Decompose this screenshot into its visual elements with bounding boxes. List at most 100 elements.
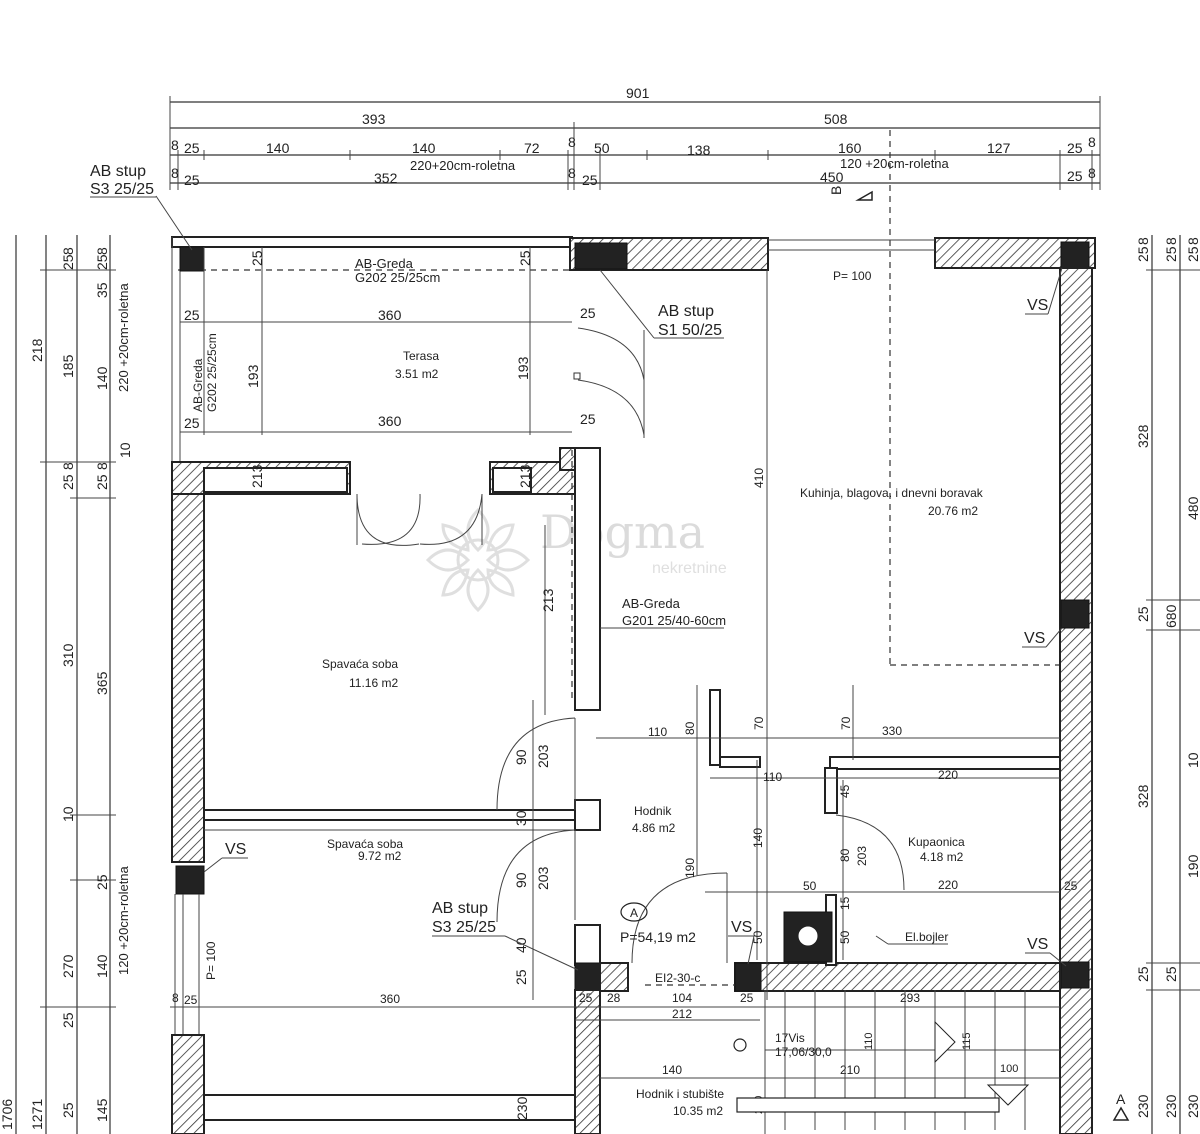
walls: 213 213 <box>171 237 1096 1134</box>
dim-410: 410 <box>752 468 766 488</box>
room-stair-area: 10.35 m2 <box>673 1104 723 1118</box>
right-dimensions: 328 680 480 328 25 25 25 10 190 230 230 … <box>1112 235 1200 1134</box>
column-left-mid <box>175 865 205 895</box>
dim-left-8d: 8 <box>94 462 110 470</box>
wall-right <box>1059 267 1093 1134</box>
section-b-label: B <box>828 186 844 195</box>
room-hall-name: Hodnik <box>634 804 672 818</box>
dim-left-145: 145 <box>94 1098 110 1122</box>
wall-stair-top <box>734 962 1061 992</box>
dim-right-230c: 230 <box>1185 1094 1200 1118</box>
dim-110b: 110 <box>763 770 782 784</box>
dim-70b: 70 <box>839 716 853 730</box>
dim-right-25c: 25 <box>1163 966 1179 982</box>
label-vs-1: VS <box>1027 297 1048 314</box>
dim-360-bed2: 360 <box>380 992 400 1006</box>
dim-right-25a: 25 <box>1135 606 1151 622</box>
label-total-area: P=54,19 m2 <box>620 929 696 945</box>
wall-left-lower <box>171 1034 205 1134</box>
wall-stair-left <box>574 989 601 1134</box>
dim-left-25c: 25 <box>94 254 110 270</box>
dim-90a: 90 <box>513 749 529 765</box>
stair-arrow-down-icon <box>986 1084 1030 1106</box>
interior-dimensions: 213 203 90 30 203 90 40 25 410 110 80 70… <box>170 270 1078 1120</box>
label-p100-top: P= 100 <box>833 269 872 283</box>
wall-corridor-upper <box>574 447 601 711</box>
door-arc-bed1 <box>496 717 576 811</box>
dim-r4-6: 25 <box>1067 168 1083 184</box>
dim-left-140a: 140 <box>94 366 110 390</box>
dim-220a: 220 <box>938 768 958 782</box>
dim-right-230b: 230 <box>1163 1094 1179 1118</box>
dim-left-8b: 8 <box>94 247 110 255</box>
terrace-dim-25c: 25 <box>184 415 200 431</box>
label-ab-stup-top-size: S3 25/25 <box>90 181 154 198</box>
dim-left-218: 218 <box>29 338 45 362</box>
dim-212: 212 <box>672 1007 692 1021</box>
room-labels: Terasa 3.51 m2 Kuhinja, blagova. i dnevn… <box>322 349 984 1118</box>
window-left-label: 220+20cm-roletna <box>410 158 516 173</box>
dim-r3-10: 25 <box>1067 140 1083 156</box>
label-ab-stup-s1-size: S1 50/25 <box>658 322 722 339</box>
label-ab-stup-s1: AB stup <box>658 303 714 320</box>
terrace-dim-360a: 360 <box>378 307 402 323</box>
room-terrace-name: Terasa <box>403 349 439 363</box>
label-ab-stup-mid: AB stup <box>432 900 488 917</box>
stair-size: 17,06/30,0 <box>775 1045 832 1059</box>
column-s3-mid <box>574 962 601 992</box>
dim-203b: 203 <box>535 866 551 890</box>
dim-right-230a: 230 <box>1135 1094 1151 1118</box>
beam-vert-title: AB-Greda <box>191 358 205 412</box>
room-stair-name: Hodnik i stubište <box>636 1087 724 1101</box>
section-a-circle-icon <box>620 902 648 922</box>
dim-left-1706: 1706 <box>0 1099 15 1130</box>
room-terrace-area: 3.51 m2 <box>395 367 439 381</box>
label-circle-a: A <box>630 906 638 920</box>
label-ei: EI2-30-c <box>655 971 700 985</box>
dim-50c: 50 <box>838 930 852 944</box>
dim-left-25g: 25 <box>60 1012 76 1028</box>
terrace-dim-25e: 25 <box>580 305 596 321</box>
dim-r3-11: 8 <box>1088 134 1096 150</box>
label-vs-2: VS <box>1024 630 1045 647</box>
dim-140a: 140 <box>751 828 765 848</box>
dim-r4-4: 25 <box>582 172 598 188</box>
door-arc-terrace-2 <box>577 379 645 436</box>
dim-left-185: 185 <box>60 354 76 378</box>
top-dimensions: 901 393 508 8 25 140 140 72 8 50 138 160… <box>169 85 1101 666</box>
room-kitchen-area: 20.76 m2 <box>928 504 978 518</box>
door-arc-bath <box>835 814 905 891</box>
dim-140b: 140 <box>662 1063 682 1077</box>
dim-left-10: 10 <box>60 806 76 822</box>
dim-25-right: 25 <box>1064 879 1078 893</box>
dim-r4-5: 450 <box>820 169 844 185</box>
dim-right-25d: 25 <box>1135 246 1151 262</box>
dim-right-8b: 8 <box>1163 237 1179 245</box>
dim-r3-3: 140 <box>412 140 436 156</box>
dim-25-stair: 25 <box>740 991 754 1005</box>
door-arc-bed1-left <box>356 493 420 546</box>
dim-8-bed2: 8 <box>172 991 179 1005</box>
dim-r4-1: 25 <box>184 172 200 188</box>
window-right-label: 120 +20cm-roletna <box>840 156 950 171</box>
room-bath-area: 4.18 m2 <box>920 850 964 864</box>
dim-r4-0: 8 <box>171 165 179 181</box>
dim-left-35: 35 <box>94 282 110 298</box>
section-a-arrow-icon <box>1112 1106 1130 1121</box>
dim-45: 45 <box>838 784 852 798</box>
dim-right-328a: 328 <box>1135 424 1151 448</box>
dim-30: 30 <box>513 810 529 826</box>
dim-right-10: 10 <box>1185 752 1200 768</box>
left-window-bottom-label: 120 +20cm-roletna <box>116 865 131 975</box>
section-a-label: A <box>1116 1091 1126 1107</box>
dim-right-width: 508 <box>824 111 848 127</box>
dim-left-310: 310 <box>60 643 76 667</box>
dim-r4-2: 352 <box>374 170 398 186</box>
flower-icon <box>425 507 531 613</box>
bed-dim-25b: 213 <box>517 464 533 488</box>
dim-r3-7: 138 <box>687 142 711 158</box>
door-arc-entry <box>631 872 728 964</box>
door-arc-terrace-1 <box>577 327 645 381</box>
left-dimensions: 1706 1271 218 185 310 365 270 145 140 10… <box>0 235 133 1134</box>
dim-r3-5: 8 <box>568 134 576 150</box>
